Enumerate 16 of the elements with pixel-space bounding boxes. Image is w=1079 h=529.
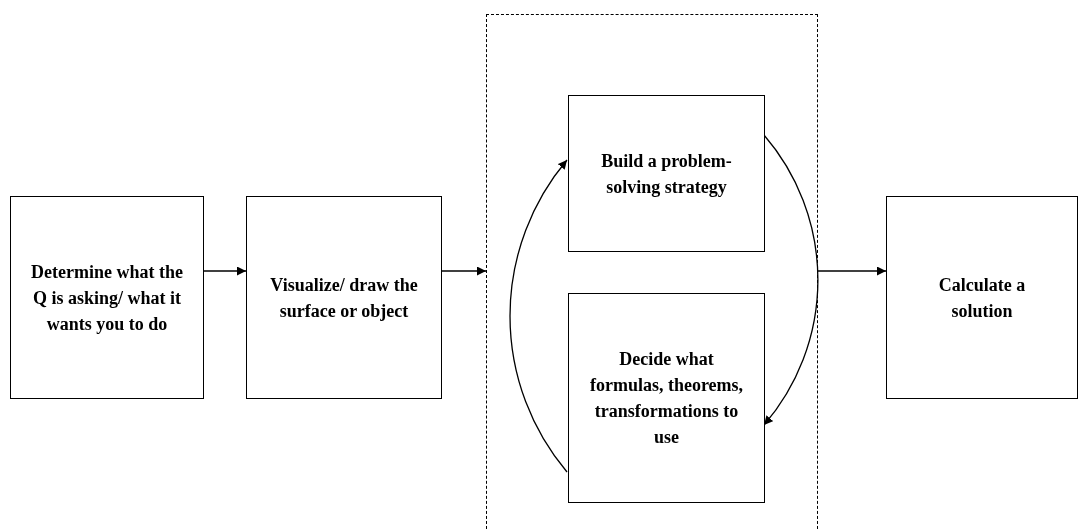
process-box [10, 196, 204, 399]
process-box [886, 196, 1078, 399]
process-box [568, 293, 765, 503]
process-box [246, 196, 442, 399]
arrow [763, 134, 819, 426]
arrow [817, 266, 887, 276]
step-text: Visualize/ draw the surface or object [269, 273, 419, 323]
step-text: Calculate a solution [937, 273, 1027, 323]
dashed-group-box [486, 14, 818, 529]
arrow [441, 266, 487, 276]
process-box [568, 95, 765, 252]
step-text: Determine what the Q is asking/ what it wants you to do [30, 260, 184, 336]
step-text: Build a problem-solving strategy [600, 149, 733, 199]
arrow [203, 266, 247, 276]
step-text: Decide what formulas, theorems, transformations to use [588, 348, 745, 449]
arrow [509, 159, 568, 473]
